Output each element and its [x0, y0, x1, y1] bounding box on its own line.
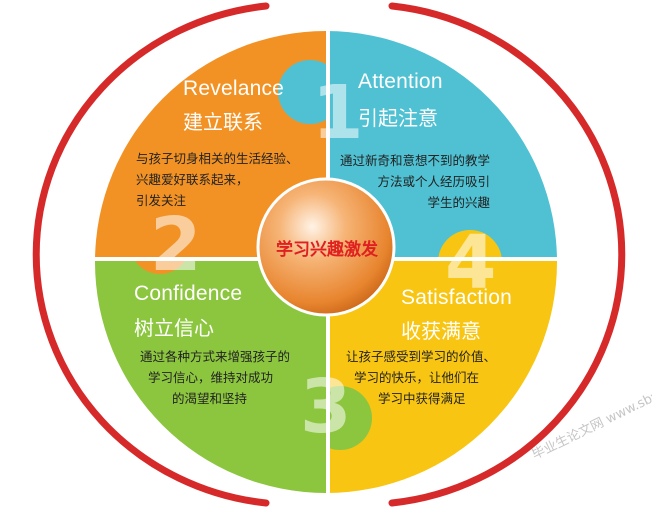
quadrant-number-2: 2 — [150, 202, 202, 288]
attention-desc-line-1: 通过新奇和意想不到的教学 — [340, 153, 491, 168]
puzzle-tab-bottom — [308, 386, 372, 450]
confidence-desc-line-1: 通过各种方式来增强孩子的 — [140, 349, 291, 364]
relevance-title-en: Revelance — [183, 77, 285, 100]
confidence-title-zh: 树立信心 — [134, 316, 214, 340]
relevance-description: 与孩子切身相关的生活经验、 兴趣爱好联系起来， 引发关注 — [136, 148, 299, 211]
satisfaction-desc-line-1: 让孩子感受到学习的价值、 — [346, 349, 497, 364]
attention-desc-line-2: 方法或个人经历吸引 — [377, 174, 491, 189]
relevance-desc-line-3: 引发关注 — [136, 193, 187, 208]
quadrant-number-1: 1 — [312, 70, 364, 156]
quadrant-number-4: 4 — [445, 220, 497, 306]
outer-ring-right-arc — [388, 2, 626, 507]
satisfaction-title-en: Satisfaction — [401, 286, 512, 309]
confidence-desc-line-3: 的渴望和坚持 — [172, 391, 248, 406]
puzzle-tab-right — [438, 230, 502, 294]
attention-title-zh: 引起注意 — [358, 106, 438, 130]
satisfaction-desc-line-2: 学习的快乐，让他们在 — [354, 370, 480, 385]
quadrant-number-3: 3 — [300, 364, 352, 450]
confidence-title-en: Confidence — [134, 282, 243, 305]
attention-title-en: Attention — [358, 70, 443, 93]
satisfaction-desc-line-3: 学习中获得满足 — [378, 391, 466, 406]
attention-desc-line-3: 学生的兴趣 — [427, 195, 491, 210]
outer-ring-left-arc — [32, 2, 270, 507]
satisfaction-title-zh: 收获满意 — [401, 319, 481, 343]
relevance-title-zh: 建立联系 — [183, 110, 263, 134]
center-label: 学习兴趣激发 — [276, 240, 378, 260]
center-ball — [256, 177, 396, 317]
confidence-desc-line-2: 学习信心，维持对成功 — [148, 370, 274, 385]
satisfaction-description: 让孩子感受到学习的价值、 学习的快乐，让他们在 学习中获得满足 — [346, 346, 496, 409]
relevance-desc-line-1: 与孩子切身相关的生活经验、 — [136, 151, 299, 166]
attention-description: 通过新奇和意想不到的教学 方法或个人经历吸引 学生的兴趣 — [340, 150, 490, 213]
confidence-description: 通过各种方式来增强孩子的 学习信心，维持对成功 的渴望和坚持 — [140, 346, 290, 409]
relevance-desc-line-2: 兴趣爱好联系起来， — [136, 172, 249, 187]
